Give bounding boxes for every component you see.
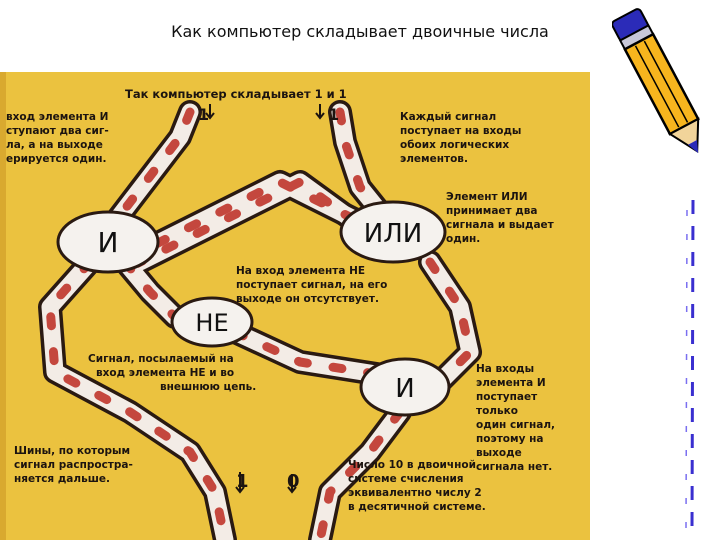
note-line: эквивалентно числу 2 (348, 487, 482, 499)
gate-and-top-label: И (98, 226, 119, 259)
note-line: только (476, 405, 518, 417)
note-line: Каждый сигнал (400, 111, 496, 123)
input-bit-right: 1 (328, 105, 339, 124)
note-each-signal: Каждый сигнал поступает на входы обоих л… (400, 111, 521, 165)
note-line: поступает (476, 391, 538, 403)
note-line: Элемент ИЛИ (446, 191, 528, 203)
binary-addition-diagram: И ИЛИ НЕ И 1 1 1 0 Так компьютер складыв… (0, 72, 590, 540)
note-result: Число 10 в двоичной системе счисления эк… (348, 459, 486, 513)
note-line: Сигнал, посылаемый на (88, 353, 234, 365)
note-line: няется дальше. (14, 473, 110, 485)
note-line: ла, а на выходе (6, 139, 103, 151)
note-line: выходе (476, 447, 522, 459)
note-line: выходе он отсутствует. (236, 293, 379, 305)
note-not-input: На вход элемента НЕ поступает сигнал, на… (236, 265, 387, 305)
note-line: Число 10 в двоичной (348, 459, 476, 471)
gate-and-top: И (56, 210, 160, 274)
gate-not: НЕ (170, 296, 254, 348)
note-line: сигнала и выдает (446, 219, 555, 231)
output-bit-right: 0 (287, 471, 300, 492)
note-and-inputs-bottom: На входы элемента И поступает только оди… (476, 363, 555, 473)
note-line: вход элемента НЕ и во (96, 367, 234, 379)
note-line: сигнала нет. (476, 461, 552, 473)
note-buses: Шины, по которым сигнал распростра- няет… (14, 445, 133, 485)
note-line: На входы (476, 363, 534, 375)
note-line: ерируется один. (6, 153, 106, 165)
output-arrow-right (287, 474, 297, 494)
note-line: один. (446, 233, 480, 245)
output-arrow-left (235, 472, 245, 494)
slide-title: Как компьютер складывает двоичные числа (171, 22, 549, 41)
note-line: поэтому на (476, 433, 543, 445)
note-line: системе счисления (348, 473, 464, 485)
note-line: элементов. (400, 153, 468, 165)
gate-or: ИЛИ (339, 200, 447, 264)
gate-and-bottom-label: И (395, 374, 414, 404)
diagram-left-edge (0, 72, 6, 540)
gate-or-label: ИЛИ (364, 219, 422, 249)
note-line: один сигнал, (476, 419, 555, 431)
input-arrow-right (315, 104, 325, 120)
note-line: Шины, по которым (14, 445, 130, 457)
note-or-element: Элемент ИЛИ принимает два сигнала и выда… (446, 191, 555, 245)
gate-not-label: НЕ (195, 309, 228, 337)
input-bit-left: 1 (198, 105, 209, 124)
note-line: сигнал распростра- (14, 459, 133, 471)
note-line: поступает на входы (400, 125, 521, 137)
note-signal-sent: Сигнал, посылаемый на вход элемента НЕ и… (88, 353, 256, 393)
note-line: внешнюю цепь. (160, 381, 256, 393)
output-bit-left: 1 (236, 471, 249, 492)
top-caption: Так компьютер складывает 1 и 1 (125, 87, 347, 101)
diagram-background (0, 72, 590, 540)
decorative-border (685, 200, 695, 531)
note-line: принимает два (446, 205, 537, 217)
note-line: обоих логических (400, 139, 509, 151)
note-line: элемента И (476, 377, 546, 389)
gate-and-bottom: И (359, 357, 451, 417)
input-arrow-left (205, 104, 215, 120)
pencil-icon (612, 8, 700, 154)
note-line: На вход элемента НЕ (236, 265, 365, 277)
note-and-input: вход элемента И ступают два сиг- ла, а н… (6, 111, 109, 165)
note-line: поступает сигнал, на его (236, 279, 387, 291)
note-line: ступают два сиг- (6, 125, 109, 137)
note-line: вход элемента И (6, 111, 108, 123)
note-line: в десятичной системе. (348, 501, 486, 513)
